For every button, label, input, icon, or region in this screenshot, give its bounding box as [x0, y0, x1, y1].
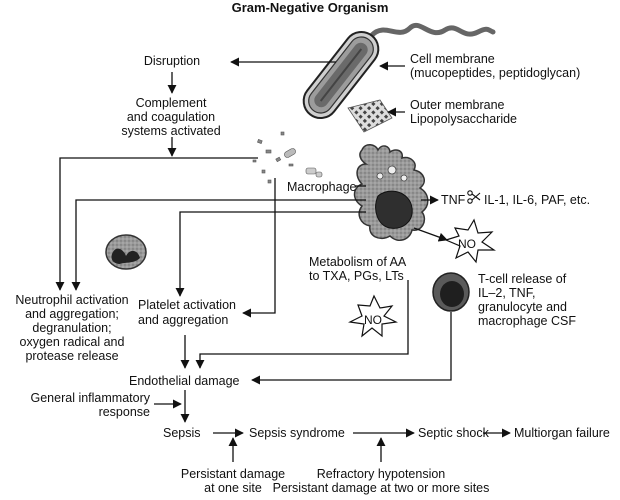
complement-label-line1: Complement	[135, 96, 207, 110]
neutrophil-label-line2: and aggregation;	[25, 307, 119, 321]
tnf-label: TNF	[441, 193, 466, 207]
flagellum-icon	[369, 23, 496, 38]
outer-membrane-label-line1: Outer membrane	[410, 98, 505, 112]
septic-shock-label: Septic shock	[418, 426, 489, 440]
refractory-hypotension-line1: Refractory hypotension	[316, 467, 446, 481]
persistant-damage-line2: at one site	[204, 481, 262, 495]
neutrophil-label-line1: Neutrophil activation	[15, 293, 129, 307]
persistant-damage-line1: Persistant damage	[180, 467, 286, 481]
complement-label-line2: and coagulation	[126, 110, 216, 124]
diagram-title: Gram-Negative Organism	[231, 0, 389, 15]
macrophage-icon	[353, 144, 429, 241]
endothelial-damage-label: Endothelial damage	[129, 374, 240, 388]
t-cell-icon	[432, 272, 470, 312]
neutrophil-icon	[105, 234, 147, 270]
aa-metabolism-line1: Metabolism of AA	[309, 255, 407, 269]
tcell-label-line4: macrophage CSF	[478, 314, 576, 328]
aa-metabolism-line2: to TXA, PGs, LTs	[309, 269, 404, 283]
sepsis-label: Sepsis	[163, 426, 201, 440]
cell-membrane-label-line1: Cell membrane	[410, 52, 495, 66]
no-starburst-2	[348, 294, 398, 338]
neutrophil-label-line4: oxygen radical and	[19, 335, 125, 349]
tcell-label-line1: T-cell release of	[478, 272, 567, 286]
scissors-icon	[467, 190, 481, 204]
platelet-label-line2: and aggregation	[138, 313, 229, 327]
general-inflammatory-line2: response	[98, 405, 150, 419]
no-starburst-1	[444, 218, 496, 264]
bacterium-icon	[302, 30, 380, 120]
no-label-1: NO	[458, 237, 476, 251]
no-label-2: NO	[364, 313, 382, 327]
platelet-label-line1: Platelet activation	[138, 298, 236, 312]
general-inflammatory-line1: General inflammatory	[30, 391, 151, 405]
debris-icon	[252, 131, 323, 184]
tcell-label-line3: granulocyte and	[478, 300, 567, 314]
cytokines-label: IL-1, IL-6, PAF, etc.	[484, 193, 591, 207]
outer-membrane-label-line2: Lipopolysaccharide	[410, 112, 518, 126]
disruption-label: Disruption	[143, 54, 201, 68]
complement-label-line3: systems activated	[121, 124, 221, 138]
macrophage-label: Macrophage	[287, 180, 357, 194]
neutrophil-label-line5: protease release	[25, 349, 119, 363]
multiorgan-failure-label: Multiorgan failure	[514, 426, 610, 440]
sepsis-syndrome-label: Sepsis syndrome	[249, 426, 345, 440]
cell-membrane-label-line2: (mucopeptides, peptidoglycan)	[410, 66, 581, 80]
connector-lines	[55, 57, 511, 462]
refractory-hypotension-line2: Persistant damage at two or more sites	[272, 481, 490, 495]
neutrophil-label-line3: degranulation;	[32, 321, 112, 335]
tcell-label-line2: IL–2, TNF,	[478, 286, 536, 300]
lps-mesh-icon	[347, 99, 393, 133]
